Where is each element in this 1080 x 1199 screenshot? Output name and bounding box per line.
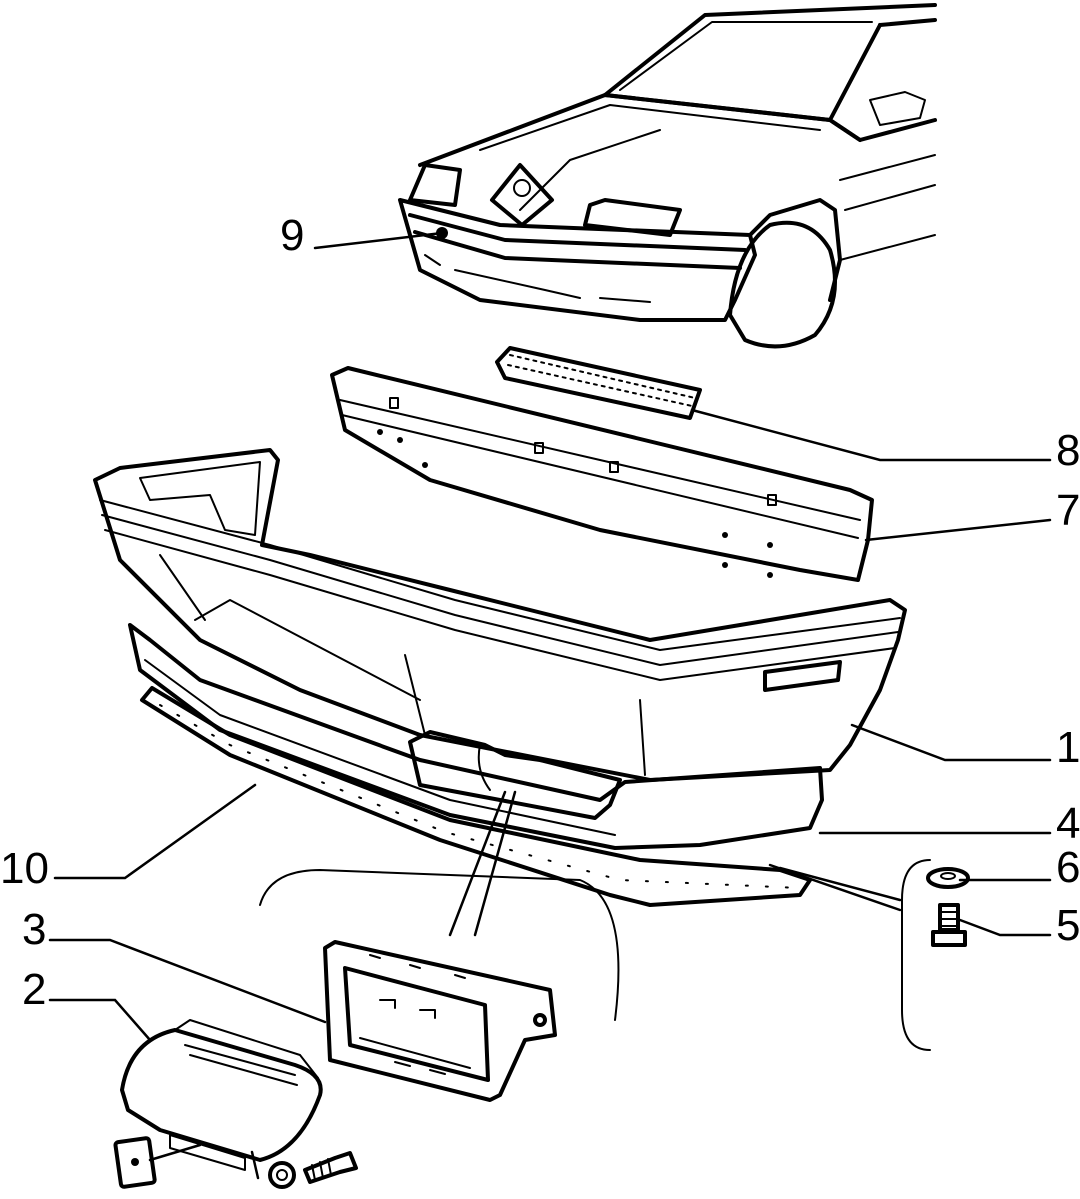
bumper-shell-drawing <box>93 448 907 782</box>
callout-1: 1 <box>1056 723 1080 772</box>
callout-6: 6 <box>1056 843 1080 892</box>
car-front-drawing <box>398 3 937 349</box>
callout-2: 2 <box>22 965 46 1014</box>
tow-hook-bracket-drawing <box>323 940 557 1102</box>
callout-4: 4 <box>1056 799 1080 848</box>
callout-10: 10 <box>0 844 49 893</box>
leader-lines <box>48 231 1052 1180</box>
lower-spoiler-drawing <box>128 623 824 850</box>
callout-5: 5 <box>1056 901 1080 950</box>
callout-3: 3 <box>22 905 46 954</box>
callout-7: 7 <box>1056 486 1080 535</box>
callout-8: 8 <box>1056 426 1080 475</box>
group-bracket <box>259 869 620 1021</box>
foam-absorber-drawing <box>495 346 702 420</box>
fastener-drawing <box>901 859 970 1051</box>
callout-labels: 9 8 7 1 4 6 5 10 3 2 <box>0 211 1080 1014</box>
callout-9: 9 <box>280 211 304 260</box>
bumper-reinforcement-drawing <box>330 366 874 582</box>
tow-hook-cover-drawing <box>113 730 622 1189</box>
